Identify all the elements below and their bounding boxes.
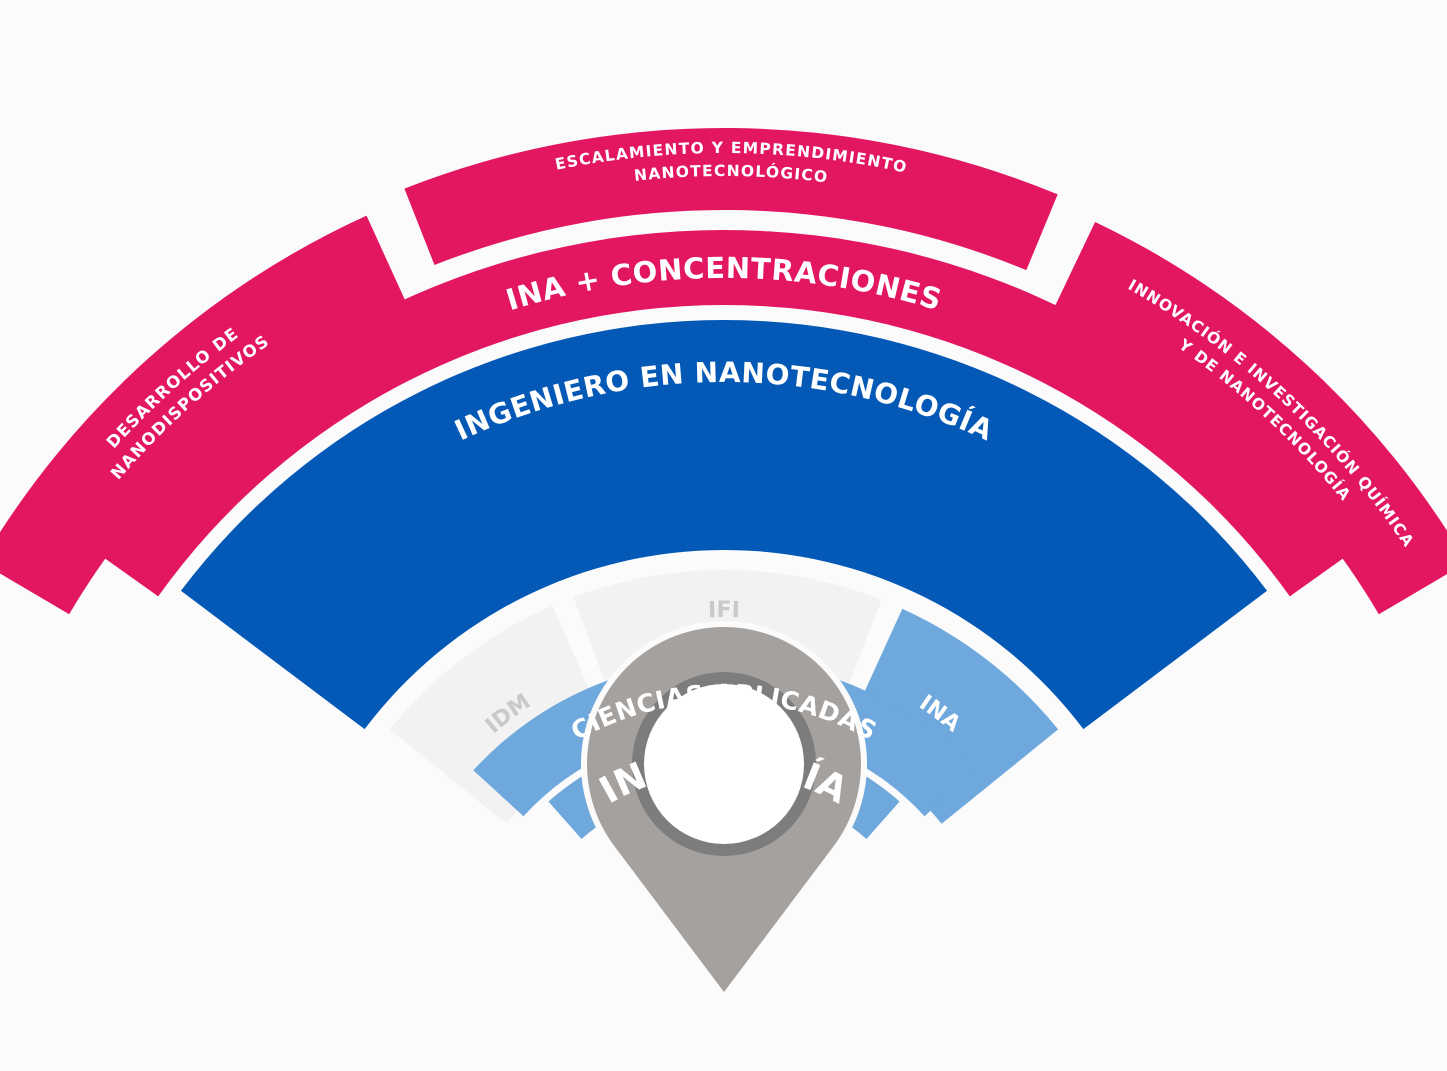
concentration-segment-escalamiento: [404, 128, 1058, 271]
concentration-segment-innovacion: [1051, 221, 1447, 615]
band-ina-concentraciones: [97, 229, 1351, 597]
concentration-segment-nanodispositivos: [0, 215, 409, 615]
band-ingeniero-nanotecnologia: [180, 320, 1268, 730]
location-pin-icon: [581, 621, 867, 1002]
label-ifi: IFI: [708, 598, 741, 623]
